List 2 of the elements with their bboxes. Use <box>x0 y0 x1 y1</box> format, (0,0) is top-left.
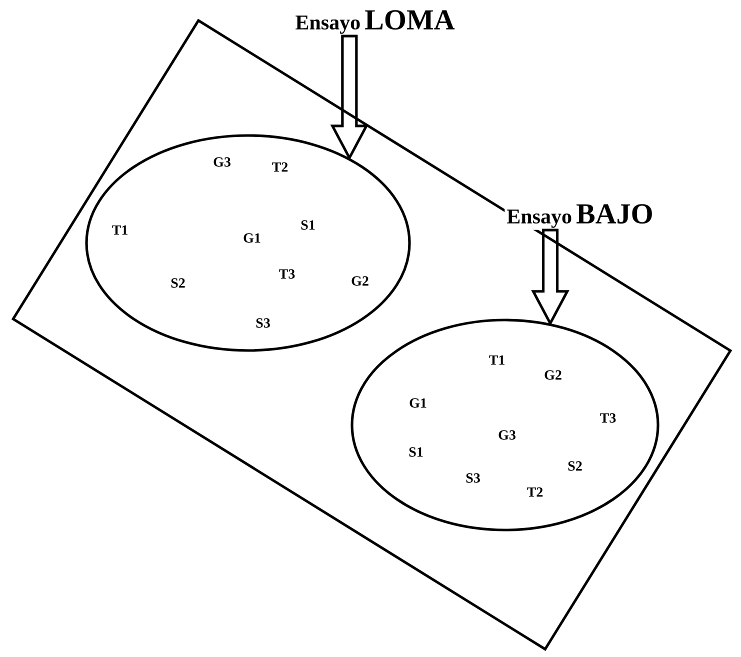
block-arrow <box>531 228 570 326</box>
block-arrow <box>330 34 369 161</box>
